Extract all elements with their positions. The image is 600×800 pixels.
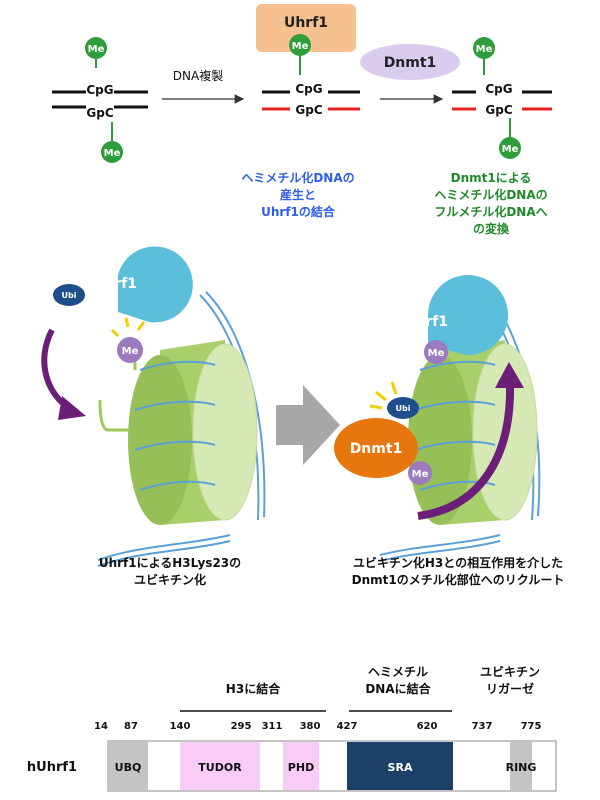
cpg-label: CpG: [295, 82, 322, 96]
dnmt1-label: Dnmt1: [384, 55, 437, 71]
cpg-label: CpG: [485, 82, 512, 96]
caption-full-methylation: Dnmt1による ヘミメチル化DNAの フルメチル化DNAへ の変換: [434, 171, 547, 236]
methyl-label: Me: [88, 44, 105, 55]
uhrf1-box-top: Uhrf1: [256, 4, 356, 52]
dna-duplex-full-left: Me CpG GpC Me: [52, 37, 148, 163]
domain-label: TUDOR: [198, 761, 242, 774]
position-label: 380: [300, 721, 321, 732]
methyl-label: Me: [292, 41, 309, 52]
methyl-me-purple-left: Me: [110, 317, 146, 363]
domain-label: UBQ: [115, 761, 142, 774]
position-label: 295: [231, 721, 252, 732]
dnmt1-label: Dnmt1: [350, 441, 403, 457]
caption-line: Uhrf1の結合: [261, 204, 336, 219]
caption-recruitment: ユビキチン化H3との相互作用を介した Dnmt1のメチル化部位へのリクルート: [352, 555, 565, 587]
domain-ring: [510, 742, 532, 790]
methyl-me-marker: [289, 34, 311, 56]
group-label: ユビキチン: [480, 664, 540, 679]
caption-line: ヘミメチル化DNAの: [241, 170, 354, 185]
ubi-label: Ubi: [396, 404, 411, 413]
position-label: 775: [521, 721, 542, 732]
gpc-label: GpC: [86, 106, 113, 120]
domain-tudor: [180, 742, 260, 790]
group-ligase: ユビキチン リガーゼ: [480, 664, 540, 696]
dnmt1-ellipse-top: Dnmt1: [360, 44, 460, 80]
dnmt1-blob-right: Dnmt1 Me: [334, 418, 432, 485]
ubi-label: Ubi: [62, 291, 77, 300]
position-label: 311: [262, 721, 283, 732]
recruitment-arrow: [417, 362, 524, 520]
protein-name: hUhrf1: [27, 760, 77, 775]
dna-duplex-hemi: Me CpG GpC: [262, 34, 360, 117]
caption-line: Dnmt1による: [451, 171, 532, 185]
methyl-label: Me: [122, 346, 139, 357]
methyl-label: Me: [428, 348, 445, 359]
domain-label: RING: [506, 761, 537, 774]
methyl-label: Me: [502, 144, 519, 155]
replication-arrow: DNA複製: [162, 68, 245, 104]
caption-line: の変換: [473, 221, 510, 236]
methyl-me-marker: [101, 141, 123, 163]
position-label: 87: [124, 721, 138, 732]
caption-line: フルメチル化DNAへ: [434, 204, 547, 219]
gpc-label: GpC: [485, 103, 512, 117]
group-h3-binding: H3に結合: [180, 681, 326, 712]
domain-label: PHD: [288, 761, 314, 774]
cpg-label: CpG: [86, 83, 113, 97]
ubi-tag-left: Ubi: [53, 284, 85, 306]
methyl-me-marker: [473, 37, 495, 59]
domain-ubq: [109, 742, 148, 790]
domain-label: SRA: [388, 761, 413, 774]
caption-line: 産生と: [280, 187, 316, 202]
position-label: 140: [170, 721, 191, 732]
caption-ubiquitination: Uhrf1によるH3Lys23の ユビキチン化: [99, 556, 241, 587]
replication-label: DNA複製: [173, 68, 223, 83]
uhrf1-pacman-right: Uhrf1 Me: [404, 275, 508, 364]
caption-line: ユビキチン化: [134, 572, 206, 587]
position-labels: 14 87 140 295 311 380 427 620 737 775: [94, 721, 541, 732]
methyl-label: Me: [476, 44, 493, 55]
domain-sra: [347, 742, 453, 790]
caption-line: ユビキチン化H3との相互作用を介した: [353, 555, 563, 570]
methyl-label: Me: [104, 148, 121, 159]
uhrf1-label: Uhrf1: [404, 314, 448, 330]
caption-hemimethylation: ヘミメチル化DNAの 産生と Uhrf1の結合: [241, 170, 354, 219]
group-label: DNAに結合: [365, 681, 431, 696]
uhrf1-pacman-left: Uhrf1: [93, 246, 193, 323]
transition-arrow: [276, 385, 340, 465]
uhrf1-label: Uhrf1: [284, 15, 328, 31]
ubi-tag-right: Ubi: [369, 381, 419, 419]
caption-line: Uhrf1によるH3Lys23の: [99, 556, 241, 570]
caption-line: Dnmt1のメチル化部位へのリクルート: [352, 572, 565, 587]
methyl-me-marker: [499, 137, 521, 159]
position-label: 14: [94, 721, 108, 732]
gpc-label: GpC: [295, 103, 322, 117]
domain-phd: [283, 742, 319, 790]
group-label: H3に結合: [226, 681, 281, 696]
protein-domain-bar: UBQ TUDOR PHD SRA RING: [107, 740, 557, 792]
methyl-me-marker: [85, 37, 107, 59]
position-label: 620: [417, 721, 438, 732]
position-label: 427: [337, 721, 358, 732]
group-label: ヘミメチル: [368, 665, 428, 679]
position-label: 737: [472, 721, 493, 732]
caption-line: ヘミメチル化DNAの: [434, 187, 547, 202]
dna-duplex-full-right: Me CpG GpC Me: [452, 37, 552, 159]
group-label: リガーゼ: [486, 681, 534, 696]
nucleosome-left: [97, 291, 266, 567]
methyl-label: Me: [412, 469, 429, 480]
ubiquitination-arrow: [41, 328, 86, 420]
group-dna-binding: ヘミメチル DNAに結合: [349, 665, 452, 712]
uhrf1-label: Uhrf1: [93, 276, 137, 292]
